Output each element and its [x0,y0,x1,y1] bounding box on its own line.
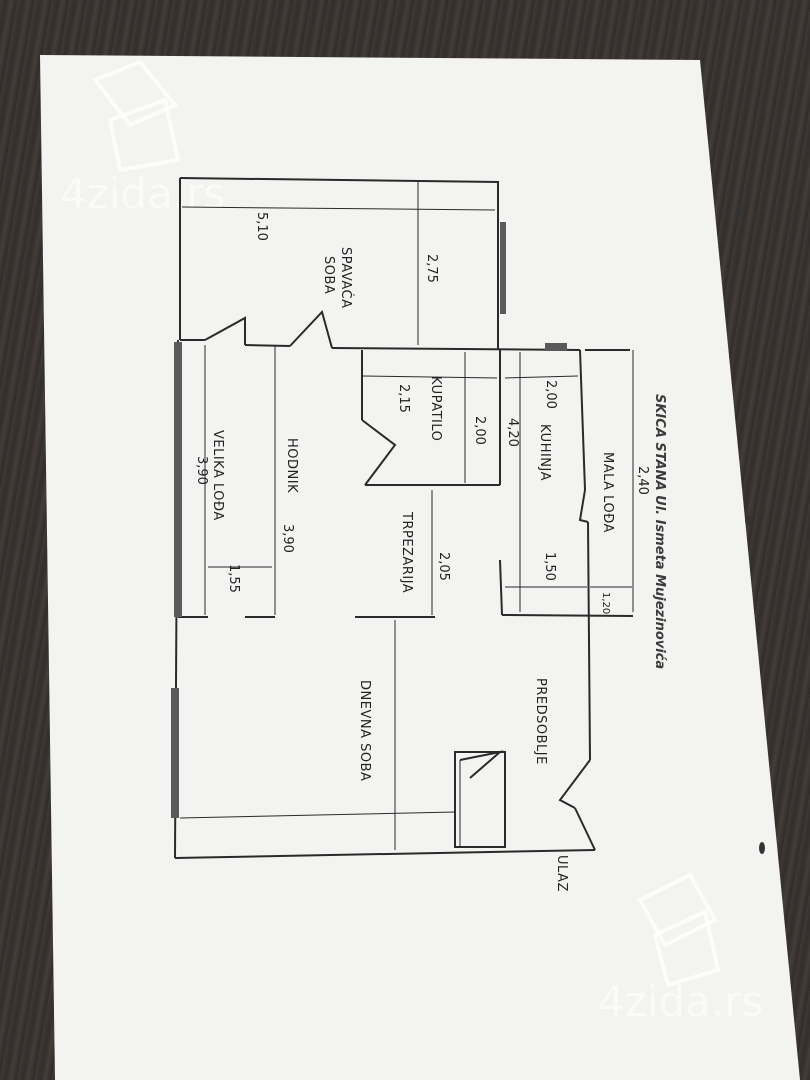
room-label-mala-loda: MALA LOĐA [600,452,615,533]
punch-hole [735,208,741,218]
punch-hole [759,842,765,854]
dim-label: 3,90 [194,456,209,485]
dim-label: 2,05 [436,552,451,581]
window [174,342,182,617]
windows [171,222,567,818]
dim-label: 2,75 [424,254,439,283]
paper [40,55,800,1080]
watermark-text: 4zida.rs [60,169,225,218]
punch-hole [745,515,751,525]
dim-label: 3,90 [280,524,295,553]
room-label-ulaz: ULAZ [554,855,569,892]
dim-label: 1,55 [226,564,241,593]
room-label-soba: SOBA [321,256,336,294]
room-label-kuhinja: KUHINJA [537,424,552,481]
room-label-velika-loda: VELIKA LOĐA [210,430,225,521]
dim-label: 2,40 [635,466,650,495]
room-label-dnevna-soba: DNEVNA SOBA [357,680,372,781]
dim-label: 5,10 [254,212,269,241]
window [171,688,179,818]
dim-label: 4,20 [505,418,520,447]
room-label-hodnik: HODNIK [284,438,299,493]
dim-label: 2,00 [543,380,558,409]
page-title: SKICA STANA Ul. Ismeta Mujezinovića [652,394,667,669]
room-label-spavaca: SPAVAĆA [338,247,354,309]
watermark-text: 4zida.rs [598,977,763,1026]
dimension-lines [179,182,634,850]
room-label-kupatilo: KUPATILO [428,376,443,441]
room-label-trpezarija: TRPEZARIJA [399,511,414,593]
window [500,222,506,314]
window [545,343,567,351]
dim-label: 2,15 [396,384,411,413]
room-label-predsoblje: PREDSOBLJE [533,678,548,765]
watermark-logo-icon [91,59,721,988]
dim-label: 1,20 [600,592,611,614]
dim-label: 2,00 [472,416,487,445]
dim-label: 1,50 [542,552,557,581]
